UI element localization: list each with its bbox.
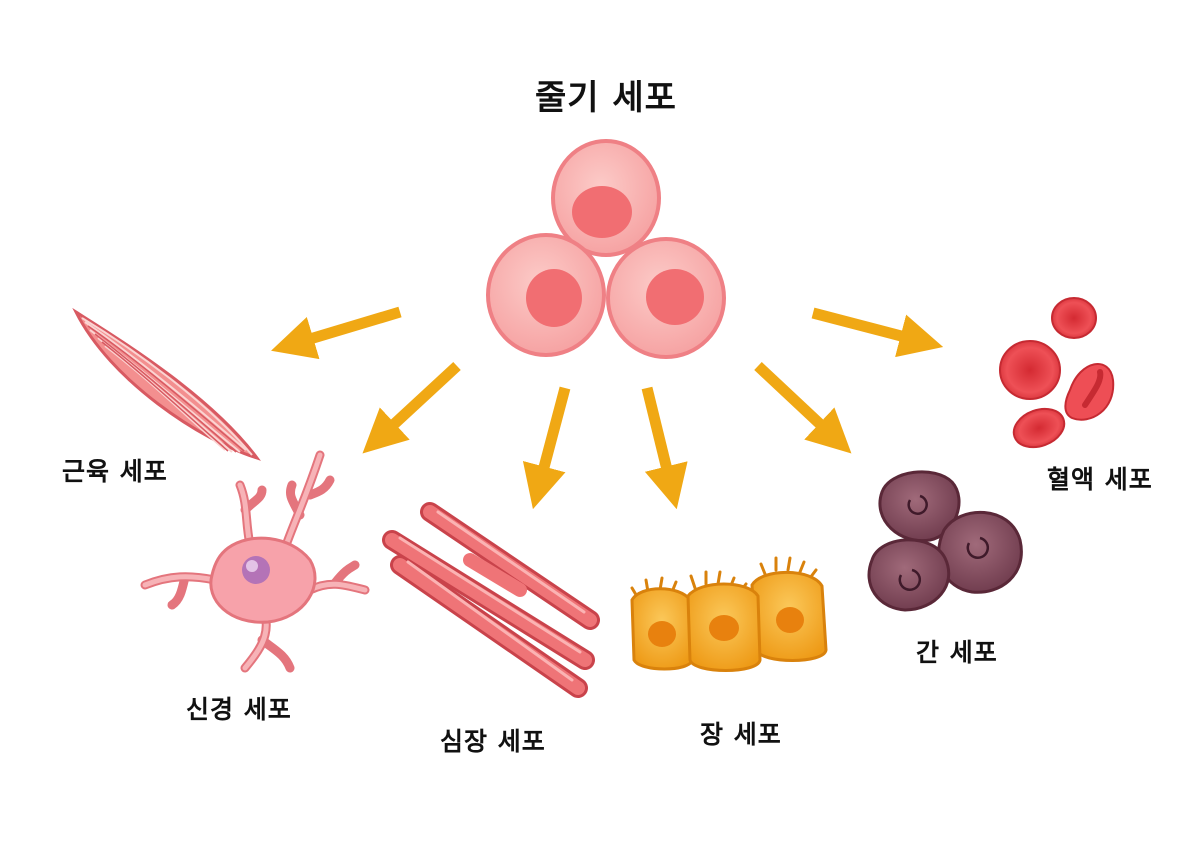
blood-cell-label: 혈액 세포 bbox=[1047, 465, 1153, 494]
differentiation-arrows bbox=[271, 306, 944, 510]
liver-cell-label: 간 세포 bbox=[916, 638, 998, 667]
arrow-to-blood bbox=[811, 307, 944, 358]
arrow-to-nerve bbox=[362, 361, 461, 454]
stem-cell-cluster bbox=[486, 139, 726, 359]
arrow-to-intestine bbox=[641, 386, 688, 510]
liver-cell bbox=[867, 470, 1023, 612]
muscle-cell-label: 근육 세포 bbox=[62, 457, 168, 486]
muscle-cell bbox=[72, 307, 261, 461]
nerve-cell-label: 신경 세포 bbox=[186, 695, 292, 724]
blood-cells bbox=[999, 297, 1115, 449]
stem-cell-top bbox=[551, 139, 661, 257]
heart-cell bbox=[382, 502, 600, 698]
diagram-title: 줄기 세포 bbox=[535, 78, 677, 118]
arrow-to-muscle bbox=[271, 306, 402, 360]
stem-cell-right bbox=[606, 237, 726, 359]
intestine-cell bbox=[630, 556, 828, 672]
intestine-cell-label: 장 세포 bbox=[700, 720, 782, 749]
nerve-cell bbox=[140, 450, 370, 673]
arrow-to-liver bbox=[754, 361, 852, 454]
heart-cell-label: 심장 세포 bbox=[440, 727, 546, 756]
arrow-to-heart bbox=[522, 386, 571, 510]
stem-cell-left bbox=[486, 233, 606, 357]
